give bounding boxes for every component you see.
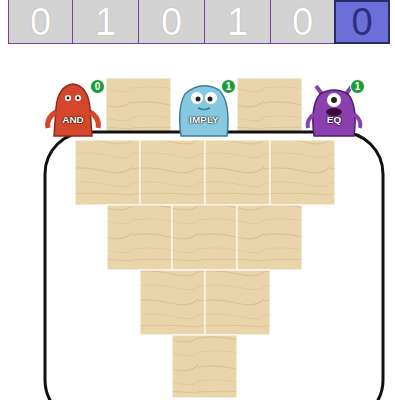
bit-digit: 0	[292, 3, 313, 41]
gate-name: IMPLY	[171, 114, 237, 125]
bit-cell: 1	[204, 0, 270, 44]
bit-digit: 0	[351, 3, 372, 41]
bit-cell: 0	[270, 0, 334, 44]
bit-cell: 0	[138, 0, 204, 44]
bit-digit: 0	[30, 3, 51, 41]
gate-monster: IMPLY 1	[171, 78, 237, 140]
gate-badge: 1	[350, 79, 365, 94]
bit-digit: 1	[95, 3, 116, 41]
gate-name: AND	[40, 114, 106, 125]
gate-badge: 0	[90, 79, 105, 94]
gate-name: EQ	[302, 114, 366, 125]
pyramid-frame	[45, 132, 383, 400]
pyramid-tiles	[75, 140, 335, 398]
gate-monster: AND 0	[40, 78, 106, 140]
bit-digit: 1	[227, 3, 248, 41]
bit-digit: 0	[161, 3, 182, 41]
output-cell: 0	[334, 0, 390, 44]
bit-cell: 0	[8, 0, 72, 44]
gate-badge: 1	[221, 79, 236, 94]
gate-monster: EQ 1	[302, 78, 366, 140]
bit-cell: 1	[72, 0, 138, 44]
